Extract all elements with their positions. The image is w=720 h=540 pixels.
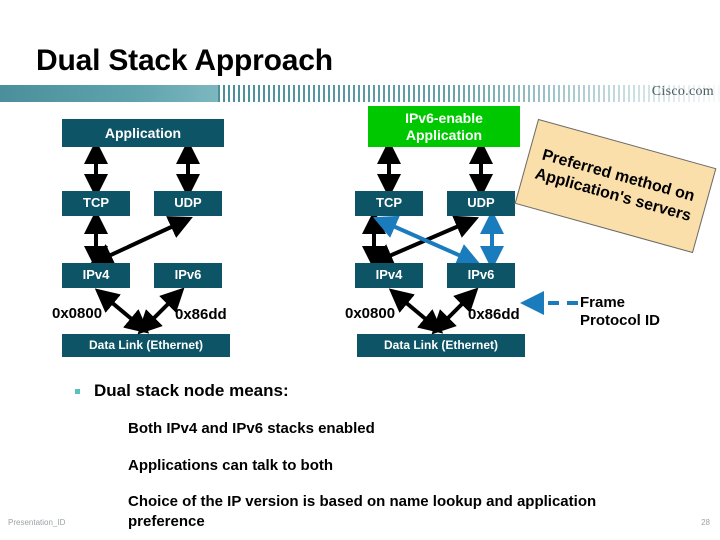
cisco-brand-mark: Cisco.com — [651, 84, 714, 99]
right-datalink-box[interactable]: Data Link (Ethernet) — [357, 334, 525, 357]
right-application-box[interactable]: IPv6-enable Application — [368, 106, 520, 147]
right-ipv6-box[interactable]: IPv6 — [447, 263, 515, 288]
page-title: Dual Stack Approach — [36, 44, 333, 77]
right-ethertype-ipv6-label: 0x86dd — [468, 306, 520, 323]
right-application-line1: IPv6-enable — [405, 110, 483, 127]
right-application-line2: Application — [405, 126, 483, 143]
right-stack-blue-arrows — [373, 210, 504, 270]
left-ethertype-ipv6-label: 0x86dd — [175, 306, 227, 323]
bullet-sub-0: Both IPv4 and IPv6 stacks enabled — [128, 420, 375, 437]
left-ipv4-box[interactable]: IPv4 — [62, 263, 130, 288]
banner-fade-overlay — [218, 85, 720, 102]
left-application-box[interactable]: Application — [62, 119, 224, 147]
left-udp-box[interactable]: UDP — [154, 191, 222, 216]
bullet-list: Dual stack node means: Both IPv4 and IPv… — [70, 381, 670, 531]
frame-protocol-id-label: Frame Protocol ID — [580, 294, 660, 329]
left-tcp-box[interactable]: TCP — [62, 191, 130, 216]
right-ethertype-ipv4-label: 0x0800 — [345, 305, 396, 322]
frame-protocol-id-line2: Protocol ID — [580, 311, 661, 329]
right-tcp-box[interactable]: TCP — [355, 191, 423, 216]
left-stack-arrows — [84, 140, 200, 335]
right-stack-black-arrows — [362, 140, 493, 335]
header-banner — [0, 85, 720, 102]
bullet-main: Dual stack node means: — [70, 381, 670, 401]
bullet-sub-1: Applications can talk to both — [128, 456, 334, 474]
footer-presentation-id: Presentation_ID — [8, 518, 66, 527]
left-ipv6-box[interactable]: IPv6 — [154, 263, 222, 288]
right-ipv4-box[interactable]: IPv4 — [355, 263, 423, 288]
frame-protocol-id-line1: Frame — [580, 294, 626, 311]
banner-solid-band — [0, 85, 225, 102]
bullet-sub-2: Choice of the IP version is based on nam… — [128, 493, 597, 530]
right-udp-box[interactable]: UDP — [447, 191, 515, 216]
footer-slide-number: 28 — [701, 518, 710, 527]
preferred-method-callout[interactable]: Preferred method on Application's server… — [514, 118, 717, 254]
left-datalink-box[interactable]: Data Link (Ethernet) — [62, 334, 230, 357]
left-ethertype-ipv4-label: 0x0800 — [52, 305, 103, 322]
